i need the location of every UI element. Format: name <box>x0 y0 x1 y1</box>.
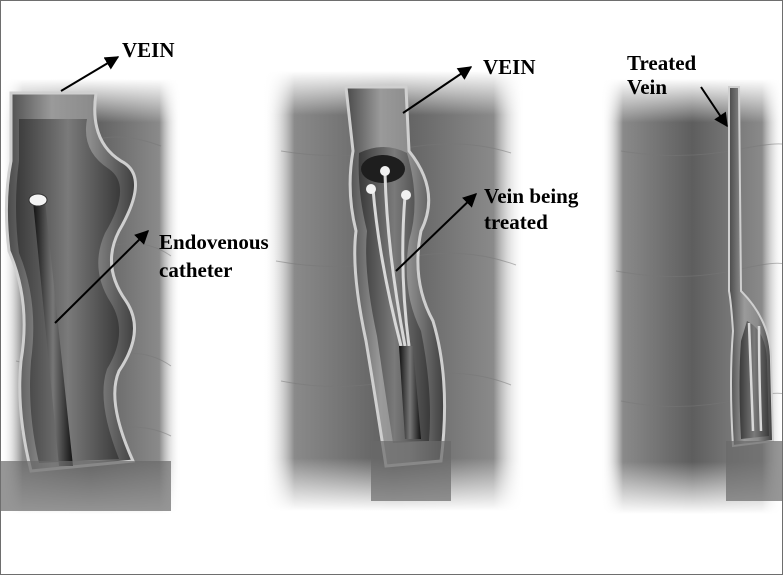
endovenous-catheter-label-line1: Endovenous <box>159 231 269 253</box>
vein-label-left: VEIN <box>122 39 175 61</box>
vein-being-treated-label-line1: Vein being <box>484 185 578 207</box>
endovenous-catheter-label-line2: catheter <box>159 259 232 281</box>
vein-label-middle: VEIN <box>483 56 536 78</box>
treated-vein-label-line2: Vein <box>627 76 667 98</box>
treated-vein-label-line1: Treated <box>627 52 696 74</box>
vein-being-treated-label-line2: treated <box>484 211 548 233</box>
